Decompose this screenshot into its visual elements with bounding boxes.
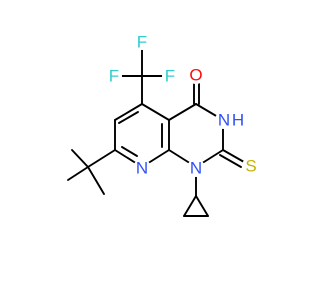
sulfur-atom: S [242, 157, 260, 176]
fluorine-right-label: F [165, 67, 175, 86]
bond-cyclopropyl-left [183, 195, 197, 217]
oxygen-atom: O [187, 66, 205, 85]
nh-hydrogen-label: H [232, 111, 244, 130]
bonds [67, 47, 245, 217]
bond-tbu-methyl-down [87, 166, 105, 195]
pyridine-nitrogen-atom: N [133, 159, 151, 178]
nh-nitrogen-label: N [218, 111, 230, 130]
pyridine-nitrogen-label: N [136, 159, 148, 178]
bond-c4a-c4 [168, 103, 197, 121]
fluorine-left-atom: F [106, 67, 122, 86]
fluorine-top-atom: F [134, 33, 150, 52]
molecule-structure-diagram: F F F O N H N N S [67, 32, 260, 217]
bond-c4a-c5 [141, 103, 170, 121]
fluorine-top-label: F [137, 33, 147, 52]
bond-c7-tbu [87, 149, 116, 168]
n1-atom: N [187, 159, 205, 178]
bond-tbu-methyl-up [71, 149, 89, 168]
fluorine-right-atom: F [162, 67, 178, 86]
bond-c2-s [222, 149, 245, 163]
bond-cyclopropyl-right [195, 195, 209, 217]
bond-c5-c6 [114, 103, 143, 121]
n1-label: N [190, 159, 202, 178]
bond-c2-s-second [219, 154, 242, 168]
bond-c5-c6-inner [118, 111, 139, 124]
oxygen-label: O [189, 66, 202, 85]
sulfur-label: S [245, 157, 256, 176]
atom-labels: F F F O N H N N S [106, 33, 260, 178]
nh-atom: N H [215, 111, 244, 130]
fluorine-left-label: F [109, 67, 119, 86]
bond-tbu-methyl-left [67, 166, 89, 181]
bond-c7-n8-inner [121, 146, 138, 157]
